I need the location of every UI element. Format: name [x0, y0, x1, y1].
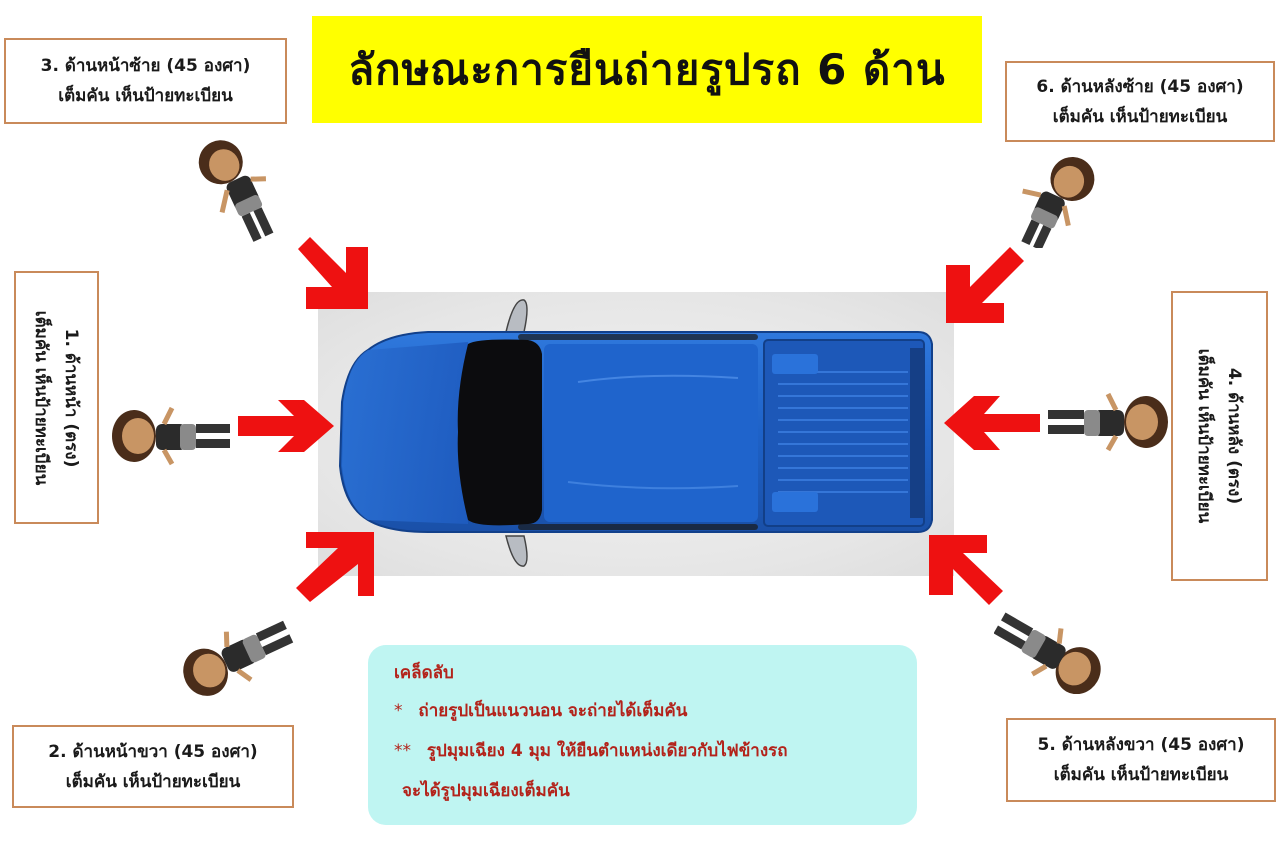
label-front-right: 2. ด้านหน้าขวา (45 องศา) เต็มคัน เห็นป้า…: [12, 725, 294, 808]
label-front-right-line1: 2. ด้านหน้าขวา (45 องศา): [48, 741, 258, 762]
person-front-left-icon: [198, 140, 274, 242]
label-rear-line1: 4. ด้านหลัง (ตรง): [1224, 367, 1245, 505]
tip-text: รูปมุมเฉียง 4 มุม ให้ยืนตำแหน่งเดียวกับไ…: [426, 741, 788, 761]
label-rear-right: 5. ด้านหลังขวา (45 องศา) เต็มคัน เห็นป้า…: [1006, 718, 1276, 802]
label-front-left: 3. ด้านหน้าซ้าย (45 องศา) เต็มคัน เห็นป้…: [4, 38, 287, 124]
tip-bullet: **: [394, 741, 411, 761]
person-rear-left-icon: [1021, 156, 1095, 248]
label-rear-left-line1: 6. ด้านหลังซ้าย (45 องศา): [1036, 76, 1244, 97]
tip-text: ถ่ายรูปเป็นแนวนอน จะถ่ายได้เต็มคัน: [418, 701, 688, 721]
label-rear-right-line2: เต็มคัน เห็นป้ายทะเบียน: [1053, 765, 1229, 785]
tips-title: เคล็ดลับ: [394, 663, 454, 683]
arrow-rear-right-icon: [929, 535, 1003, 605]
label-front-line2: เต็มคัน เห็นป้ายทะเบียน: [31, 310, 52, 485]
arrow-front-right-icon: [296, 532, 374, 602]
person-rear-icon: [1048, 392, 1168, 452]
label-rear-left-line2: เต็มคัน เห็นป้ายทะเบียน: [1052, 106, 1228, 127]
arrow-rear-icon: [944, 396, 1040, 450]
title-banner: ลักษณะการยืนถ่ายรูปรถ 6 ด้าน: [312, 16, 982, 123]
pickup-truck-icon: [338, 299, 933, 567]
car-photo-area: [318, 292, 954, 576]
tips-box: เคล็ดลับ * ถ่ายรูปเป็นแนวนอน จะถ่ายได้เต…: [368, 645, 917, 825]
person-front-right-icon: [183, 620, 294, 696]
arrow-rear-left-icon: [946, 247, 1024, 323]
label-front-right-line2: เต็มคัน เห็นป้ายทะเบียน: [65, 771, 241, 792]
page-title: ลักษณะการยืนถ่ายรูปรถ 6 ด้าน: [348, 44, 946, 94]
tip-item: ** รูปมุมเฉียง 4 มุม ให้ยืนตำแหน่งเดียวก…: [394, 731, 891, 771]
arrow-front-left-icon: [298, 237, 368, 309]
label-rear-right-line1: 5. ด้านหลังขวา (45 องศา): [1037, 735, 1245, 755]
tip-continuation: จะได้รูปมุมเฉียงเต็มคัน: [402, 781, 570, 801]
person-rear-right-icon: [994, 612, 1101, 694]
tip-item: * ถ่ายรูปเป็นแนวนอน จะถ่ายได้เต็มคัน: [394, 691, 891, 731]
label-front: 1. ด้านหน้า (ตรง) เต็มคัน เห็นป้ายทะเบีย…: [14, 271, 99, 524]
person-front-icon: [112, 406, 230, 466]
arrow-front-icon: [238, 400, 334, 452]
label-front-line1: 1. ด้านหน้า (ตรง): [61, 328, 82, 467]
label-rear-left: 6. ด้านหลังซ้าย (45 องศา) เต็มคัน เห็นป้…: [1005, 61, 1275, 142]
label-rear: 4. ด้านหลัง (ตรง) เต็มคัน เห็นป้ายทะเบีย…: [1171, 291, 1268, 581]
tip-bullet: *: [394, 701, 403, 721]
label-front-left-line1: 3. ด้านหน้าซ้าย (45 องศา): [40, 56, 251, 76]
label-rear-line2: เต็มคัน เห็นป้ายทะเบียน: [1194, 348, 1215, 524]
label-front-left-line2: เต็มคัน เห็นป้ายทะเบียน: [58, 86, 233, 106]
